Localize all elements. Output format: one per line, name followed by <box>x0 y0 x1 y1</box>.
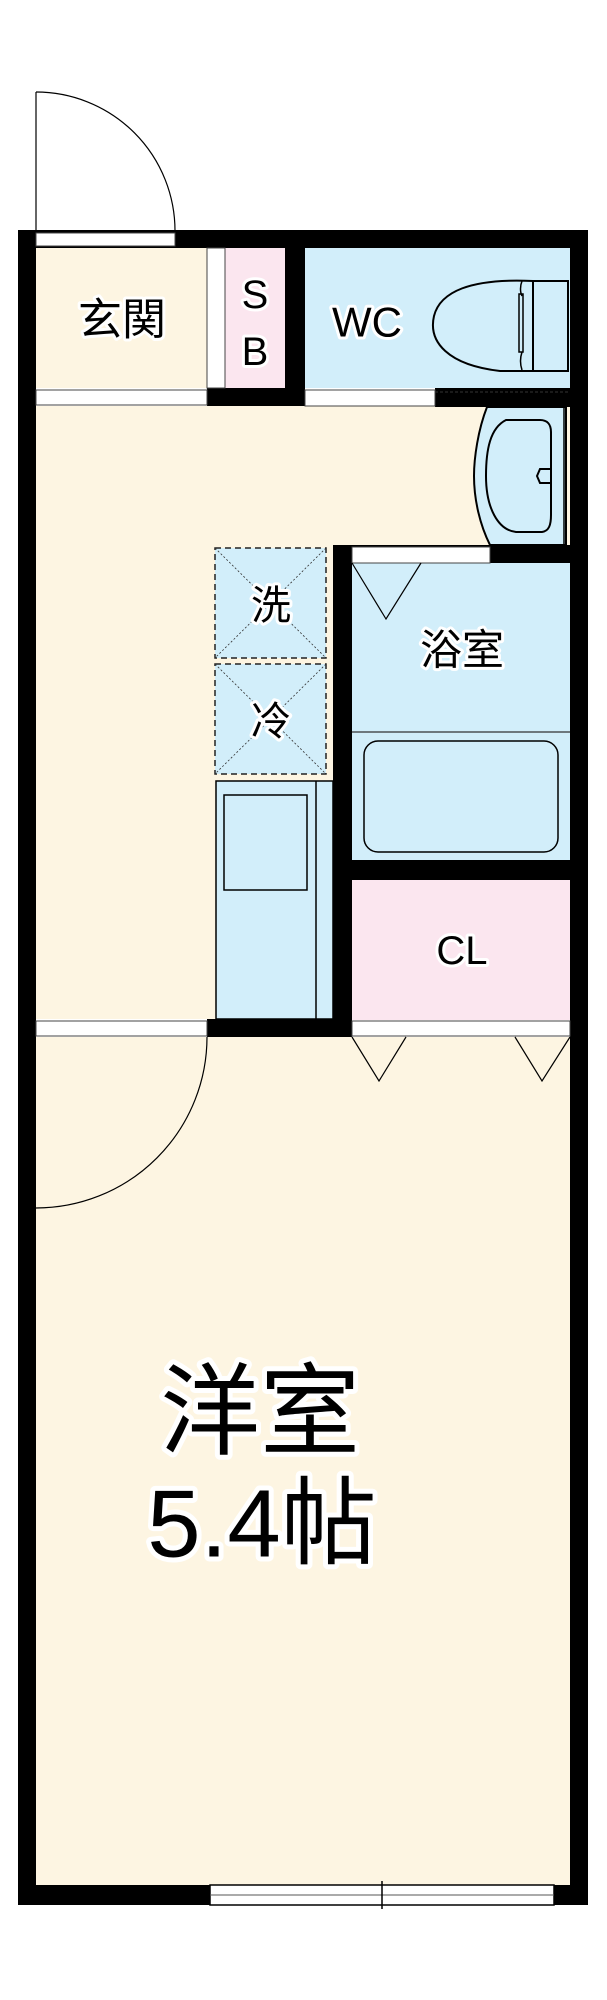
closet-door-swing-icon <box>514 1036 571 1083</box>
western-room-label: 洋室 <box>160 1354 360 1471</box>
window-icon <box>209 1881 555 1909</box>
bathroom-label: 浴室 <box>420 626 504 675</box>
shoe-box-label-s: S <box>242 273 269 317</box>
bathroom-door-opening <box>351 546 491 564</box>
entrance-door-swing-icon <box>35 91 176 232</box>
kitchen-counter <box>215 780 334 1020</box>
toilet-label: WC <box>332 299 402 346</box>
toilet-icon <box>432 279 569 372</box>
shoe-box-floor <box>225 248 285 388</box>
room-door-opening <box>35 1020 208 1037</box>
openings <box>35 232 571 1037</box>
room-door-swing-icon <box>35 1036 208 1209</box>
closet-door-opening <box>351 1020 571 1037</box>
bathroom-door-swing-icon <box>351 562 422 621</box>
toilet-door-opening <box>304 389 436 407</box>
entrance-step <box>35 389 208 406</box>
closet-label: CL <box>436 929 487 973</box>
western-room-floor <box>36 1037 570 1885</box>
washer-space <box>214 547 327 659</box>
shoe-box-door <box>206 247 226 389</box>
shoe-box-label-b: B <box>242 330 269 374</box>
fridge-label: 冷 <box>251 699 291 745</box>
entrance-floor <box>36 248 207 388</box>
kitchen-sink-icon <box>223 794 308 891</box>
entrance-label: 玄関 <box>78 295 166 346</box>
closet-door-swing-icon <box>351 1036 407 1083</box>
bathtub-icon <box>363 740 559 853</box>
fridge-space <box>214 663 327 775</box>
wash-basin-icon <box>472 406 567 546</box>
bathroom-floor <box>352 563 570 860</box>
closet-floor <box>352 880 570 1020</box>
entrance-door-opening <box>35 232 176 247</box>
washer-label: 洗 <box>251 583 291 629</box>
western-room-size: 5.4帖 <box>147 1471 376 1578</box>
